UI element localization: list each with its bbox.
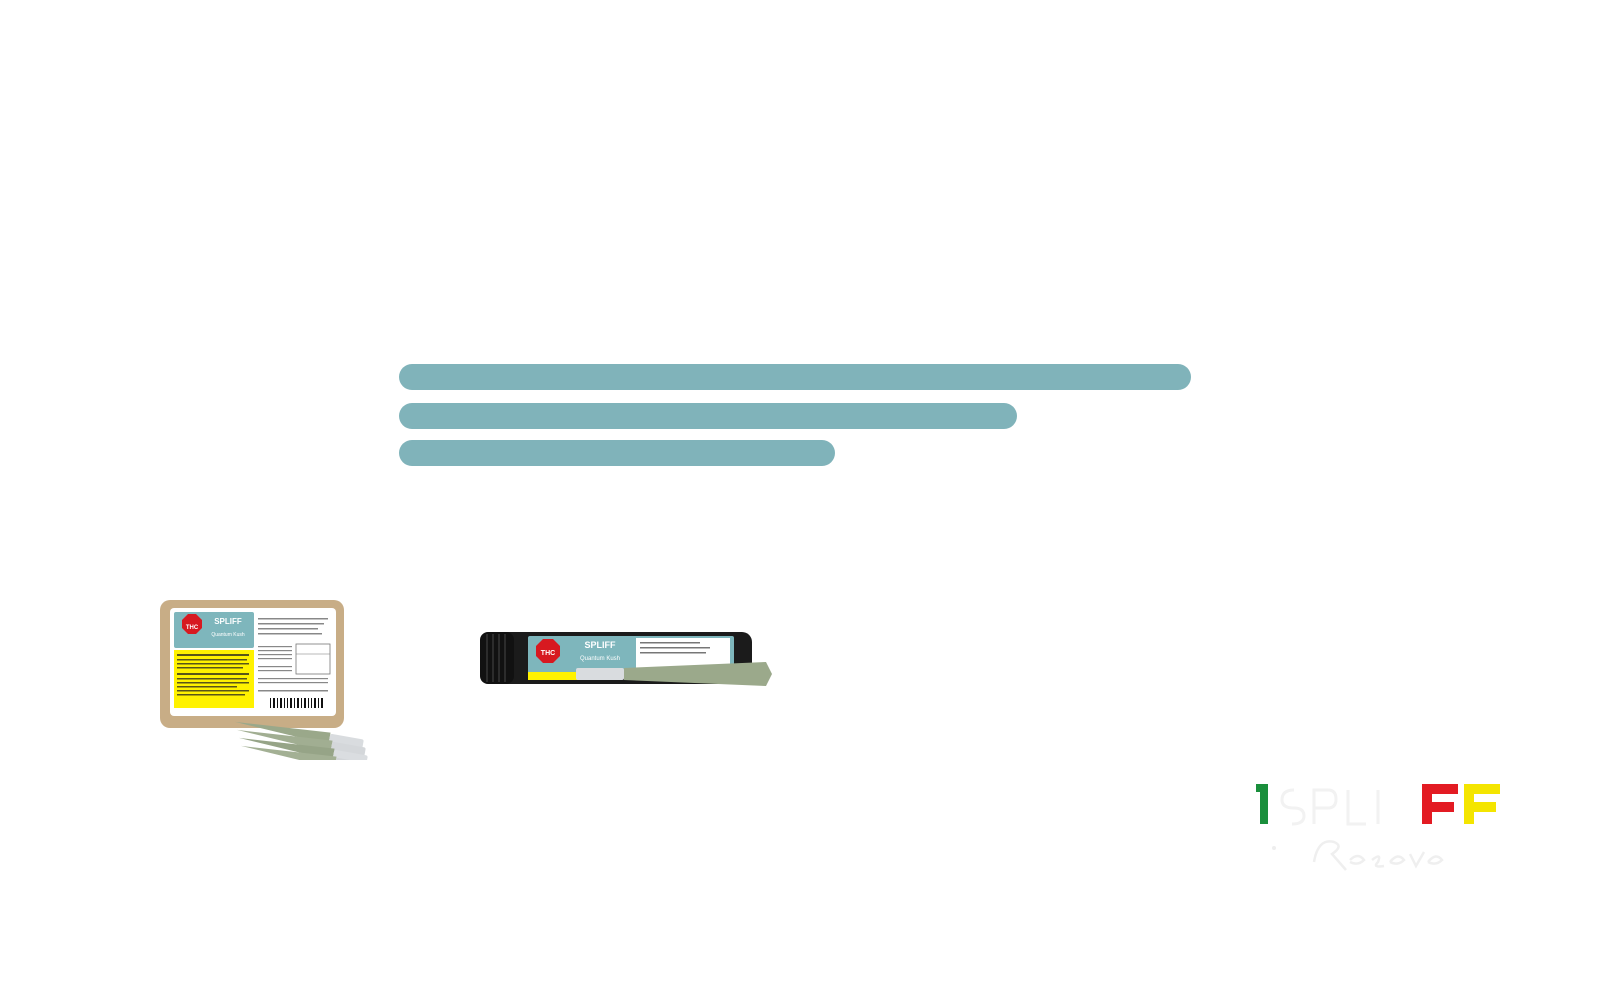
tray-brand: SPLIFF (214, 617, 242, 626)
pre-roll-tube-image: THC SPLIFF Quantum Kush (480, 628, 776, 690)
tube-brand: SPLIFF (585, 640, 617, 650)
skeleton-line-2 (399, 403, 1017, 429)
skeleton-line-3 (399, 440, 835, 466)
pre-roll-tray-image: THC SPLIFF Quantum Kush (158, 598, 388, 774)
tray-thc-label: THC (186, 625, 199, 631)
spliff-reserve-logo: 1SPLIFF Reserve (1254, 782, 1518, 874)
tube-strain: Quantum Kush (580, 656, 620, 662)
skeleton-line-1 (399, 364, 1191, 390)
tray-strain: Quantum Kush (211, 632, 245, 638)
tube-thc-label: THC (541, 650, 555, 657)
